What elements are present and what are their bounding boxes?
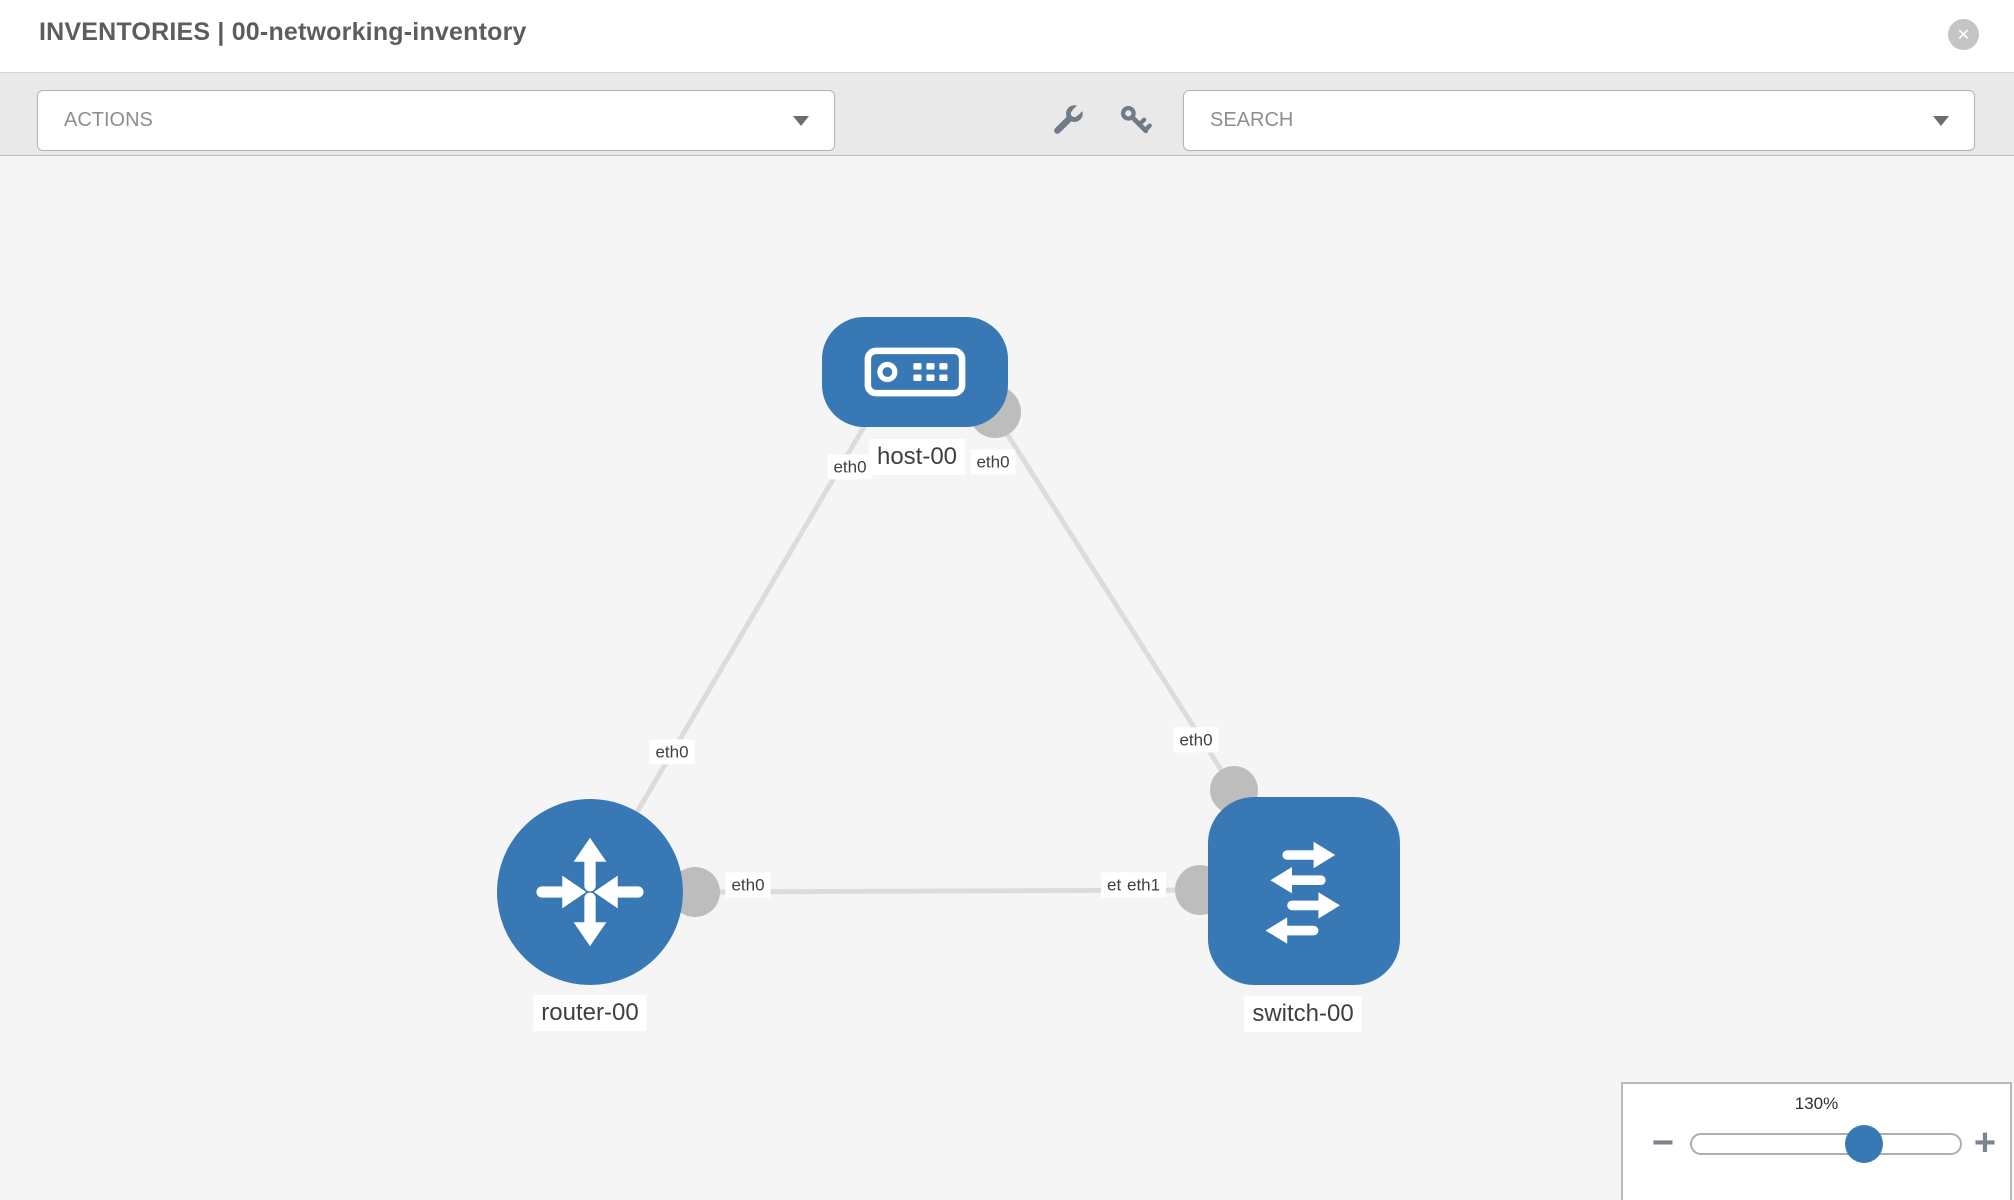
wrench-icon[interactable] bbox=[1051, 103, 1085, 137]
close-icon: ✕ bbox=[1956, 26, 1971, 44]
zoom-slider-knob[interactable] bbox=[1845, 1125, 1883, 1163]
interface-label-host-right: eth0 bbox=[970, 449, 1016, 475]
zoom-level-readout: 130% bbox=[1794, 1094, 1839, 1113]
chevron-down-icon bbox=[1933, 115, 1949, 126]
interface-label-switch-eth1: eth1 bbox=[1121, 872, 1167, 898]
close-button[interactable]: ✕ bbox=[1948, 19, 1979, 50]
interface-label-switch-uplink: eth0 bbox=[1173, 727, 1219, 753]
node-label-switch-00[interactable]: switch-00 bbox=[1244, 996, 1362, 1032]
router-icon bbox=[536, 837, 644, 947]
topology-links-layer bbox=[587, 386, 1258, 917]
node-router-00[interactable] bbox=[497, 799, 683, 985]
page-header: INVENTORIES | 00-networking-inventory ✕ bbox=[0, 0, 2014, 72]
node-switch-00[interactable] bbox=[1208, 797, 1400, 985]
interface-label-router-eth0: eth0 bbox=[725, 872, 771, 898]
search-placeholder: SEARCH bbox=[1210, 109, 1294, 131]
server-icon bbox=[864, 347, 966, 397]
node-label-host-00[interactable]: host-00 bbox=[868, 439, 966, 475]
search-dropdown[interactable]: SEARCH bbox=[1183, 90, 1975, 151]
actions-dropdown[interactable]: ACTIONS bbox=[37, 90, 835, 151]
zoom-slider-track[interactable] bbox=[1690, 1133, 1962, 1155]
zoom-panel: 130% − + bbox=[1621, 1082, 2012, 1200]
key-icon[interactable] bbox=[1118, 103, 1152, 137]
actions-dropdown-label: ACTIONS bbox=[64, 109, 153, 131]
interface-label-host-left: eth0 bbox=[827, 454, 873, 480]
interface-dot-router-eth0[interactable] bbox=[670, 867, 720, 917]
topology-canvas[interactable]: host-00 router-00 switch-00 eth0 eth0 et… bbox=[0, 156, 2014, 1200]
zoom-in-button[interactable]: + bbox=[1963, 1121, 2007, 1165]
node-host-00[interactable] bbox=[822, 317, 1008, 427]
node-label-router-00[interactable]: router-00 bbox=[533, 995, 647, 1031]
page-title: INVENTORIES | 00-networking-inventory bbox=[39, 18, 527, 46]
minus-icon: − bbox=[1651, 1121, 1675, 1164]
toolbar: ACTIONS SEARCH bbox=[0, 72, 2014, 156]
switch-icon bbox=[1265, 841, 1340, 944]
interface-label-router-uplink: eth0 bbox=[649, 739, 695, 765]
zoom-out-button[interactable]: − bbox=[1641, 1121, 1685, 1165]
plus-icon: + bbox=[1973, 1121, 1997, 1164]
chevron-down-icon bbox=[793, 115, 809, 126]
